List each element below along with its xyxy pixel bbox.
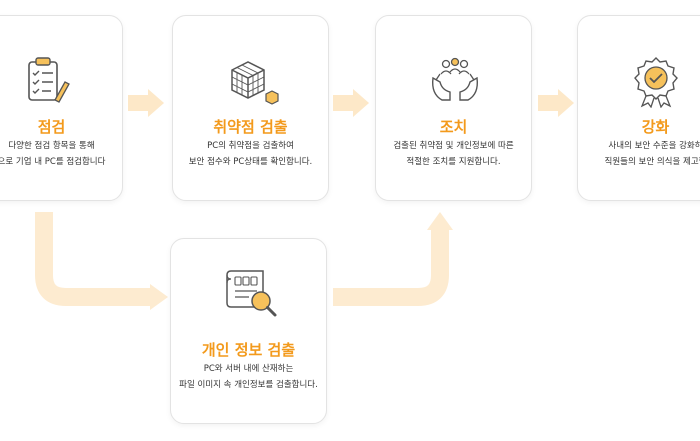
step-desc-line2: 보안 점수와 PC상태를 확인합니다. <box>188 157 313 167</box>
step-desc-line2: 으로 기업 내 PC를 점검합니다 <box>0 157 106 167</box>
step-title: 개인 정보 검출 <box>201 341 296 359</box>
arrowhead-to-privacy <box>150 284 168 310</box>
connector-privacy-to-action <box>333 228 449 306</box>
cube-grid-icon <box>231 61 279 105</box>
step-title: 강화 <box>641 118 670 136</box>
step-card-action: 조치 검출된 취약점 및 개인정보에 따른 적절한 조치를 지원합니다. <box>375 15 532 201</box>
step-desc-line2: 파일 이미지 속 개인정보를 검출합니다. <box>179 380 318 390</box>
step-desc-line2: 직원들의 보안 의식을 제고합 <box>604 157 700 167</box>
step-desc-line1: 사내의 보안 수준을 강화하 <box>608 141 700 151</box>
step-card-check: 점검 다양한 점검 항목을 통해 으로 기업 내 PC를 점검합니다 <box>0 15 123 201</box>
connector-check-to-privacy <box>35 212 152 306</box>
clipboard-checklist-icon <box>28 57 70 103</box>
step-desc-line2: 적절한 조치를 지원합니다. <box>406 157 501 167</box>
arrow-vuln-to-action <box>333 89 369 117</box>
step-title: 점검 <box>37 118 66 136</box>
document-search-icon <box>226 270 277 317</box>
hands-people-icon <box>432 57 478 101</box>
step-desc-line1: PC와 서버 내에 산재하는 <box>203 364 294 374</box>
step-title: 조치 <box>439 118 468 136</box>
arrowhead-to-action <box>427 212 453 230</box>
step-card-vuln: 취약점 검출 PC의 취약점을 검출하여 보안 점수와 PC상태를 확인합니다. <box>172 15 329 201</box>
shield-badge-icon <box>634 57 678 108</box>
step-card-privacy: 개인 정보 검출 PC와 서버 내에 산재하는 파일 이미지 속 개인정보를 검… <box>170 238 327 424</box>
step-desc-line1: 검출된 취약점 및 개인정보에 따른 <box>393 141 514 151</box>
step-card-strengthen: 강화 사내의 보안 수준을 강화하 직원들의 보안 의식을 제고합 <box>577 15 700 201</box>
arrow-check-to-vuln <box>128 89 164 117</box>
step-desc-line1: 다양한 점검 항목을 통해 <box>8 141 95 151</box>
step-title: 취약점 검출 <box>213 118 288 136</box>
step-desc-line1: PC의 취약점을 검출하여 <box>207 141 294 151</box>
arrow-action-to-strengthen <box>538 89 574 117</box>
